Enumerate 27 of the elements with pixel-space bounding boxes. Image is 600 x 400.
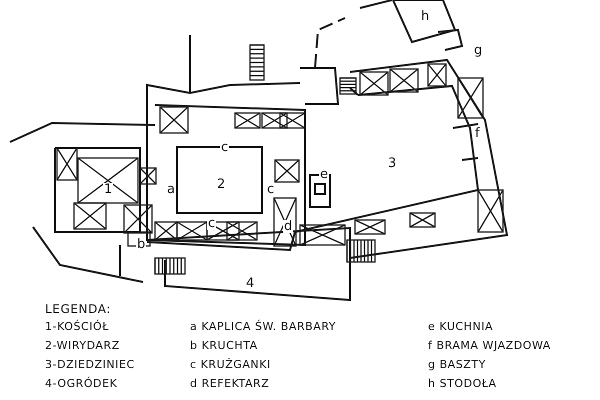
- legend-entry: e KUCHNIA: [428, 321, 494, 332]
- legend-entry: g BASZTY: [428, 359, 486, 370]
- room-label: 2: [216, 178, 226, 191]
- room-label: 3: [387, 157, 398, 170]
- legend-entry: f BRAMA WJAZDOWA: [428, 340, 551, 351]
- room-label: b: [136, 238, 146, 251]
- legend-entry: 1-KOŚCIÓŁ: [45, 321, 109, 332]
- room-label: f: [474, 127, 481, 140]
- room-label: c: [266, 183, 276, 196]
- legend-entry: 2-WIRYDARZ: [45, 340, 120, 351]
- room-label: a: [166, 183, 176, 196]
- legend-heading: LEGENDA:: [45, 303, 111, 315]
- room-label: g: [473, 44, 484, 57]
- legend-entry: c KRUŻGANKI: [190, 359, 271, 370]
- legend-entry: 4-OGRÓDEK: [45, 378, 118, 389]
- legend-entry: d REFEKTARZ: [190, 378, 270, 389]
- room-label: 1: [103, 183, 114, 196]
- room-label: 4: [245, 277, 256, 290]
- room-label: c: [207, 217, 216, 230]
- legend-entry: a KAPLICA ŚW. BARBARY: [190, 321, 336, 332]
- legend-entry: b KRUCHTA: [190, 340, 258, 351]
- room-label: e: [319, 168, 329, 181]
- legend-entry: h STODOŁA: [428, 378, 497, 389]
- room-label: c: [220, 141, 230, 154]
- room-label: d: [283, 220, 294, 233]
- legend-entry: 3-DZIEDZINIEC: [45, 359, 135, 370]
- room-label: h: [420, 10, 430, 23]
